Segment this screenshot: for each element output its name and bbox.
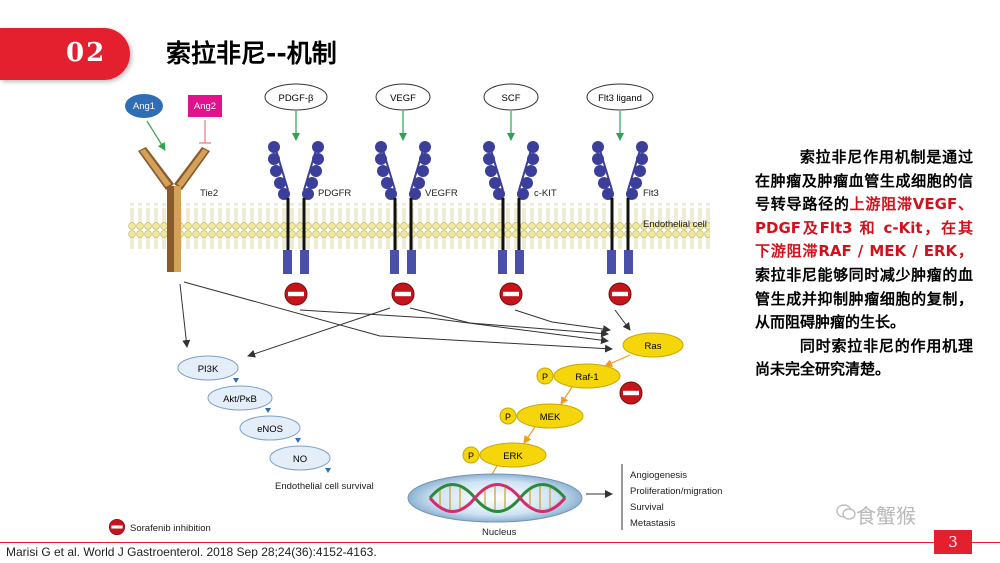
- wechat-icon: [836, 504, 856, 520]
- svg-text:eNOS: eNOS: [257, 424, 283, 435]
- ang1-arrow: [146, 120, 166, 151]
- citation: Marisi G et al. World J Gastroenterol. 2…: [6, 545, 377, 559]
- membrane-label: Endothelial cell: [643, 219, 707, 230]
- page-number: 3: [934, 530, 972, 554]
- inhibition-vegfr: [391, 282, 415, 306]
- section-number: 02: [66, 38, 107, 68]
- mek-node: MEK P: [499, 403, 584, 429]
- survival-label: Endothelial cell survival: [275, 481, 374, 492]
- svg-text:P: P: [542, 372, 548, 382]
- inhibition-ckit: [499, 282, 523, 306]
- enos-node: eNOS: [239, 415, 301, 441]
- erk-node: ERK P: [462, 442, 547, 468]
- svg-text:Akt/PκB: Akt/PκB: [223, 394, 257, 405]
- ang1-ligand: [125, 94, 163, 118]
- vegfr-label: VEGFR: [425, 188, 458, 199]
- nucleus: [407, 473, 583, 523]
- flt3-ligand: Flt3 ligand: [586, 83, 654, 111]
- inhibition-flt3: [608, 282, 632, 306]
- tie2-receptor: [138, 147, 210, 272]
- mechanism-diagram: Endothelial cell Ang1 Ang2 Tie2 PDGF-β V…: [108, 83, 722, 538]
- watermark: 食蟹猴: [856, 504, 916, 528]
- inhibition-pdgfr: [284, 282, 308, 306]
- slide-title: 索拉非尼--机制: [166, 39, 337, 68]
- ang2-ligand: [188, 95, 222, 117]
- flt3-label: Flt3: [643, 188, 659, 199]
- scf-ligand: SCF: [483, 83, 539, 111]
- body-p1-highlight: 上游阻滞VEGF、PDGF及Flt3 和 c-Kit，在其下游阻滞RAF / M…: [755, 195, 973, 261]
- section-badge: 02: [0, 28, 130, 80]
- akt-node: Akt/PκB: [207, 385, 273, 411]
- outcome-survival: Survival: [630, 502, 664, 513]
- svg-text:PDGF-β: PDGF-β: [278, 93, 314, 104]
- svg-text:MEK: MEK: [540, 412, 561, 423]
- svg-text:Flt3 ligand: Flt3 ligand: [598, 93, 642, 104]
- svg-text:VEGF: VEGF: [390, 93, 416, 104]
- outcome-angiogenesis: Angiogenesis: [630, 470, 687, 481]
- ang1-label: Ang1: [133, 101, 155, 112]
- body-p2: 同时索拉非尼的作用机理尚未完全研究清楚。: [755, 336, 973, 379]
- ang2-label: Ang2: [194, 101, 216, 112]
- outcome-proliferation: Proliferation/migration: [630, 486, 722, 497]
- raf-node: Raf-1 P: [536, 363, 621, 389]
- svg-text:P: P: [468, 451, 474, 461]
- body-p1-intro: 索拉非尼作用机制是通过在肿瘤及肿瘤血管生成细胞的信号转导路径的: [755, 148, 973, 214]
- signal-arrows: [179, 281, 631, 358]
- legend: Sorafenib inhibition: [108, 518, 211, 536]
- tie2-label: Tie2: [200, 188, 218, 199]
- pi3k-node: PI3K: [177, 355, 239, 381]
- footer-rule: [0, 542, 1000, 543]
- body-p1-rest: 索拉非尼能够同时减少肿瘤的血管生成并抑制肿瘤细胞的复制，从而阻碍肿瘤的生长。: [755, 265, 973, 332]
- cell-membrane: [128, 203, 710, 249]
- inhibition-raf: [619, 381, 643, 405]
- legend-label: Sorafenib inhibition: [130, 523, 211, 534]
- outcome-metastasis: Metastasis: [630, 518, 676, 529]
- svg-text:Ras: Ras: [645, 341, 662, 352]
- pi3k-chain-markers: [233, 378, 331, 473]
- svg-text:NO: NO: [293, 454, 307, 465]
- ckit-label: c-KIT: [534, 188, 557, 199]
- vegf-ligand: VEGF: [375, 83, 431, 111]
- svg-text:SCF: SCF: [502, 93, 521, 104]
- nucleus-label: Nucleus: [482, 527, 517, 538]
- pdgf-ligand: PDGF-β: [264, 83, 328, 111]
- svg-text:ERK: ERK: [503, 451, 523, 462]
- svg-text:PI3K: PI3K: [198, 364, 219, 375]
- description-text: 索拉非尼作用机制是通过在肿瘤及肿瘤血管生成细胞的信号转导路径的上游阻滞VEGF、…: [755, 146, 973, 382]
- ras-node: Ras: [622, 332, 684, 358]
- svg-text:P: P: [505, 412, 511, 422]
- pdgfr-label: PDGFR: [318, 188, 351, 199]
- no-node: NO: [269, 445, 331, 471]
- svg-text:Raf-1: Raf-1: [575, 372, 598, 383]
